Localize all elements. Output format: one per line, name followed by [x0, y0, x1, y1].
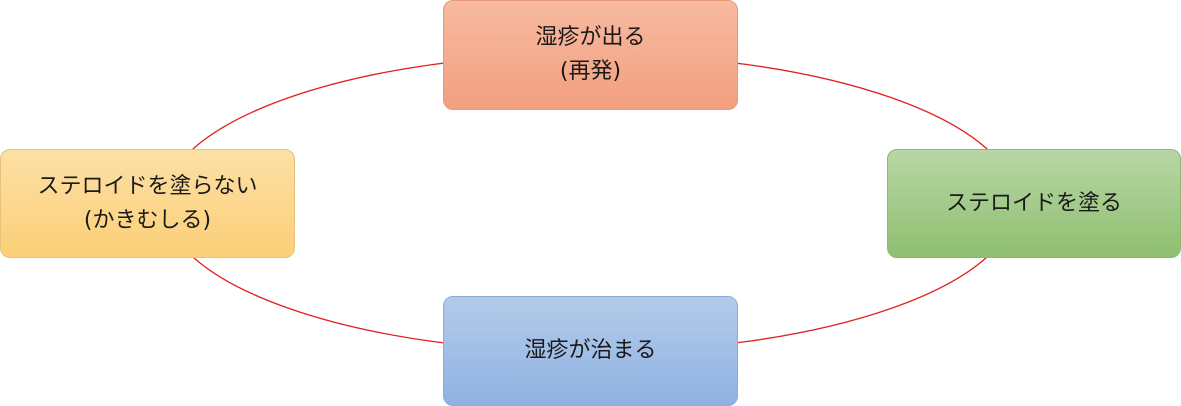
- node-apply-steroid: ステロイドを塗る: [887, 149, 1181, 258]
- node-rash-appears-label: 湿疹が出る: [535, 25, 646, 50]
- node-rash-appears-sublabel: (再発): [559, 59, 622, 84]
- node-no-steroid: ステロイドを塗らない (かきむしる): [0, 149, 295, 258]
- node-no-steroid-label: ステロイドを塗らない: [37, 173, 258, 199]
- node-no-steroid-sublabel: (かきむしる): [83, 207, 212, 233]
- node-rash-subsides-label: 湿疹が治まる: [524, 338, 657, 363]
- node-rash-subsides: 湿疹が治まる: [443, 296, 738, 406]
- node-apply-steroid-label: ステロイドを塗る: [945, 190, 1122, 216]
- node-rash-appears: 湿疹が出る (再発): [443, 0, 738, 110]
